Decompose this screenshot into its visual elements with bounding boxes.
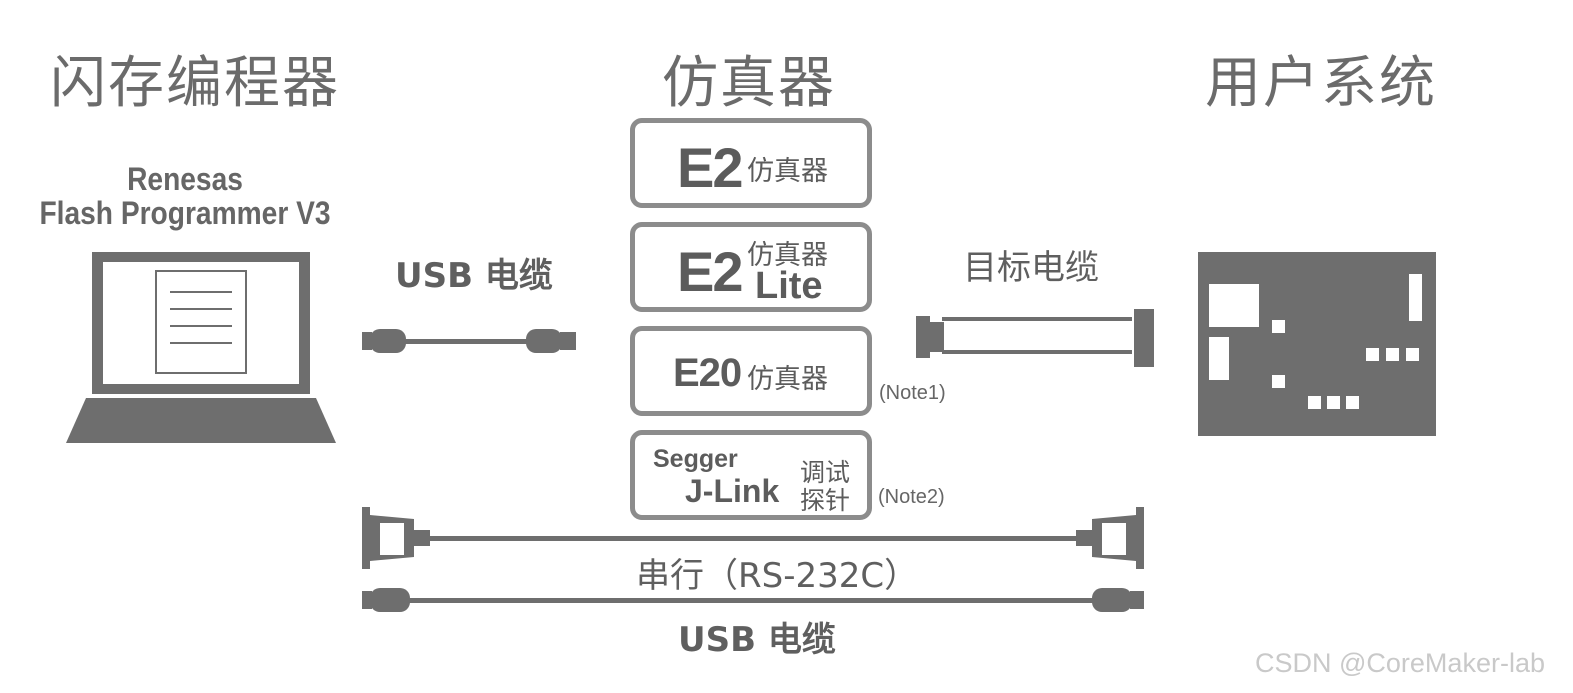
e2lite-type: 仿真器 (747, 240, 828, 271)
serial-cable-label: 串行（RS-232C） (636, 556, 919, 596)
target-cable-label: 目标电缆 (963, 248, 1099, 288)
e2lite-sub: Lite (755, 265, 823, 307)
jlink-model: J-Link (685, 473, 780, 509)
note1: (Note1) (879, 382, 946, 404)
serial-cable-icon (362, 507, 1144, 569)
e20-emulator-box: E20 仿真器 (630, 326, 872, 416)
jlink-type1: 调试 (800, 458, 851, 487)
laptop-icon (66, 252, 336, 443)
jlink-type2: 探针 (800, 486, 851, 515)
usb-cable-top-icon (362, 329, 576, 353)
e2-type: 仿真器 (747, 156, 828, 187)
target-cable-icon (916, 309, 1154, 367)
note2: (Note2) (878, 486, 945, 508)
e2-model: E2 (677, 136, 743, 199)
usb-cable-label-bottom: USB 电缆 (678, 620, 836, 660)
software-name-line2: Flash Programmer V3 (39, 195, 331, 231)
heading-flash-programmer: 闪存编程器 (50, 51, 340, 116)
heading-emulator: 仿真器 (662, 51, 836, 116)
user-board-icon (1198, 252, 1436, 436)
e20-model: E20 (673, 351, 742, 395)
watermark: CSDN @CoreMaker-lab (1255, 648, 1545, 678)
jlink-brand: Segger (653, 445, 738, 473)
usb-cable-bottom-icon (362, 588, 1144, 612)
software-name: Renesas Flash Programmer V3 (31, 162, 339, 230)
e2lite-emulator-box: E2 仿真器 Lite (630, 222, 872, 312)
usb-cable-label-top: USB 电缆 (395, 256, 553, 296)
software-name-line1: Renesas (127, 161, 243, 197)
jlink-probe-box: Segger J-Link 调试 探针 (630, 430, 872, 520)
e2lite-model: E2 (677, 240, 743, 303)
e20-type: 仿真器 (747, 364, 828, 395)
e2-emulator-box: E2 仿真器 (630, 118, 872, 208)
heading-user-system: 用户系统 (1205, 51, 1437, 116)
